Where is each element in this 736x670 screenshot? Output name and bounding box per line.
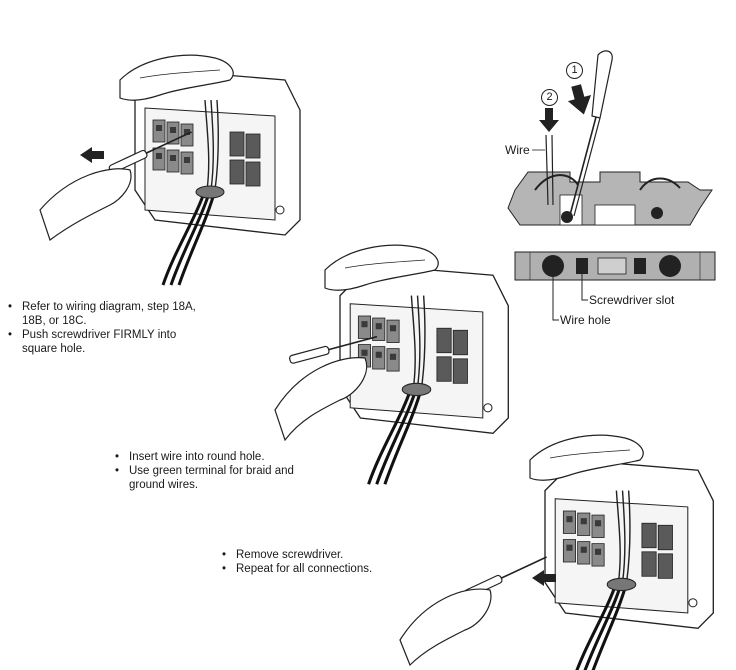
step-1-illustration bbox=[133, 68, 302, 287]
terminal-face-view bbox=[514, 251, 716, 321]
terminal-cross-section bbox=[507, 50, 713, 226]
push-arrow-icon bbox=[80, 147, 104, 163]
down-arrow-icon-2 bbox=[539, 108, 559, 132]
callout-2: 2 bbox=[541, 89, 558, 106]
step-3-notes: Remove screwdriver. Repeat for all conne… bbox=[222, 548, 412, 576]
step-3-illustration bbox=[543, 458, 715, 670]
step-2-bullet-1: Insert wire into round hole. bbox=[115, 450, 305, 464]
step-2-notes: Insert wire into round hole. Use green t… bbox=[115, 450, 305, 492]
remove-arrow-icon bbox=[532, 570, 556, 586]
step-1-bullet-1: Refer to wiring diagram, step 18A, 18B, … bbox=[8, 300, 198, 328]
wire-label: Wire bbox=[505, 143, 530, 157]
step-1-notes: Refer to wiring diagram, step 18A, 18B, … bbox=[8, 300, 198, 356]
step-3-bullet-1: Remove screwdriver. bbox=[222, 548, 412, 562]
step-3-bullet-2: Repeat for all connections. bbox=[222, 562, 412, 576]
screwdriver-slot-label: Screwdriver slot bbox=[589, 293, 675, 307]
step-1-bullet-2: Push screwdriver FIRMLY into square hole… bbox=[8, 328, 198, 356]
wire-hole-label: Wire hole bbox=[560, 313, 611, 327]
down-arrow-icon bbox=[567, 84, 592, 115]
step-2-bullet-2: Use green terminal for braid and ground … bbox=[115, 464, 305, 492]
callout-1: 1 bbox=[566, 62, 583, 79]
